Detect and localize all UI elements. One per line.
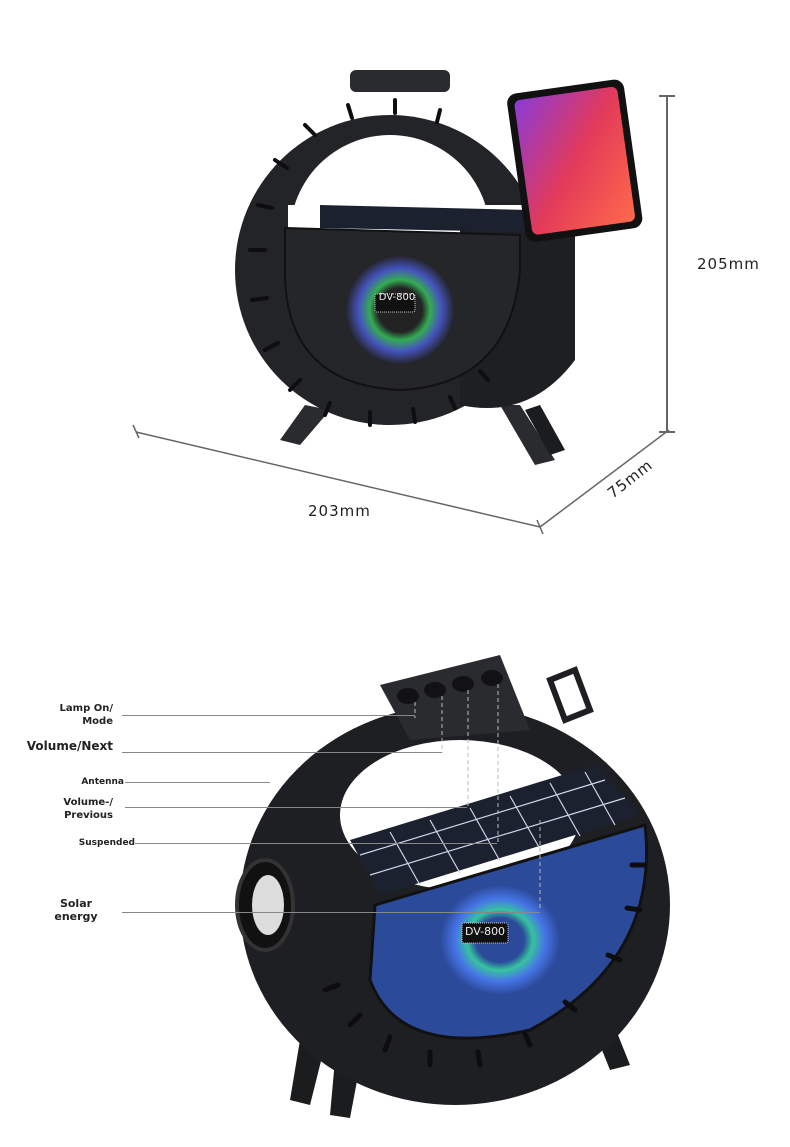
callout-line-suspended bbox=[135, 843, 497, 844]
model-badge-top: DV-800 bbox=[378, 292, 416, 303]
callout-line-antenna bbox=[125, 782, 270, 783]
callout-volume-next: Volume/Next bbox=[26, 739, 113, 753]
speaker-front-illustration bbox=[235, 70, 643, 465]
callout-antenna: Antenna bbox=[81, 777, 124, 787]
model-badge-bottom: DV-800 bbox=[464, 925, 506, 938]
callout-line-solar bbox=[122, 912, 540, 913]
height-dimension-label: 205mm bbox=[697, 255, 760, 273]
callout-line-volume-prev bbox=[125, 807, 467, 808]
width-dimension-label: 203mm bbox=[308, 502, 371, 520]
callout-volume-previous: Volume-/ Previous bbox=[63, 797, 113, 821]
callout-solar-energy: Solar energy bbox=[54, 897, 98, 923]
callout-line-lamp bbox=[122, 715, 415, 716]
callout-suspended: Suspended bbox=[78, 838, 135, 848]
callout-line-volume-next bbox=[122, 752, 442, 753]
dimension-lines bbox=[132, 95, 675, 535]
callout-lamp-mode: Lamp On/ Mode bbox=[59, 703, 113, 727]
speaker-angled-illustration bbox=[235, 655, 670, 1118]
